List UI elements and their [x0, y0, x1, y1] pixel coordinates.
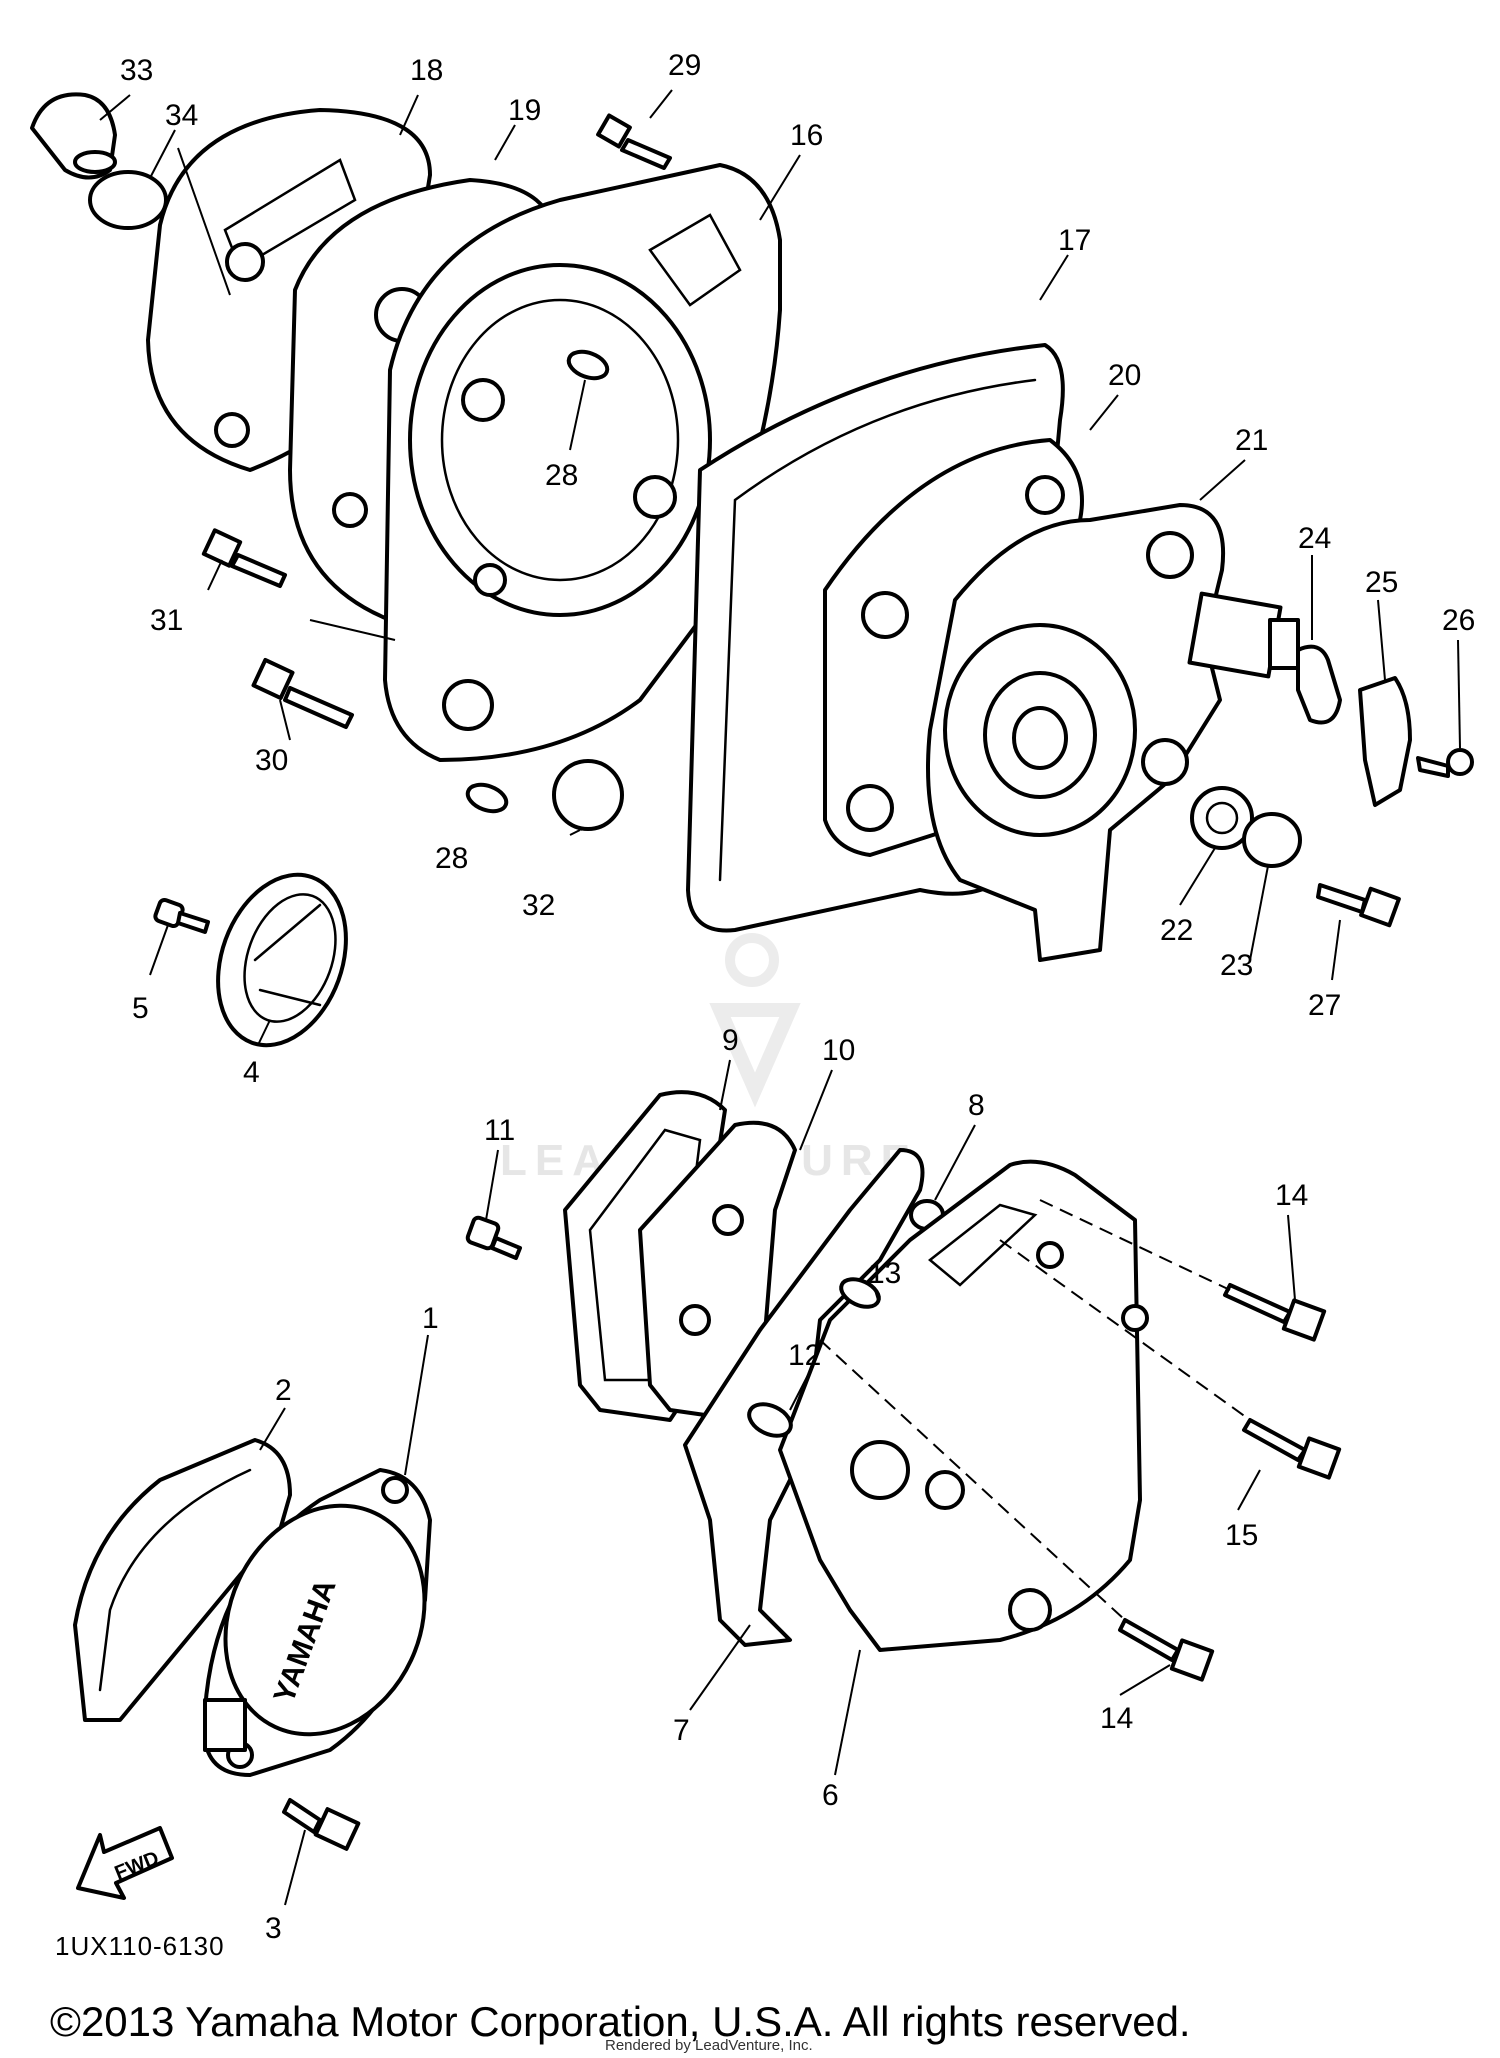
- leader-lines: [99, 89, 1461, 1906]
- callout-8: 8: [968, 1089, 985, 1122]
- part-2-gasket: [73, 1438, 292, 1722]
- part-31-bolt: [201, 528, 287, 588]
- callout-17: 17: [1058, 224, 1091, 257]
- part-22-seal: [1190, 786, 1254, 850]
- callout-6: 6: [822, 1779, 839, 1812]
- callout-32: 32: [522, 889, 555, 922]
- callout-23: 23: [1220, 949, 1253, 982]
- part-28-dowel-upper: [566, 349, 610, 381]
- part-14-bolt-lower: [1118, 1618, 1215, 1682]
- callout-28-upper: 28: [545, 459, 578, 492]
- callout-12: 12: [788, 1339, 821, 1372]
- copyright-notice: ©2013 Yamaha Motor Corporation, U.S.A. A…: [50, 1998, 1191, 2045]
- callout-4: 4: [243, 1056, 260, 1089]
- callout-14-upper: 14: [1275, 1179, 1308, 1212]
- alignment-line: [819, 1339, 1126, 1621]
- part-23-cap: [1242, 812, 1302, 868]
- part-24-clamp: [1296, 644, 1342, 725]
- callout-13: 13: [868, 1257, 901, 1290]
- part-12-dowel: [747, 1402, 793, 1438]
- callout-34: 34: [165, 99, 198, 132]
- callout-33: 33: [120, 54, 153, 87]
- part-1-generator-cover: YAMAHA: [203, 1468, 432, 1777]
- callout-11: 11: [484, 1114, 515, 1147]
- callout-15: 15: [1225, 1519, 1258, 1552]
- callout-22: 22: [1160, 914, 1193, 947]
- part-5-screw: [153, 897, 210, 934]
- part-15-bolt: [1242, 1418, 1342, 1480]
- part-33-plug: [30, 92, 117, 180]
- callout-1: 1: [422, 1302, 439, 1335]
- diagram-code: 1UX110-6130: [55, 1931, 225, 1961]
- callout-20: 20: [1108, 359, 1141, 392]
- part-25-plate: [1358, 676, 1412, 807]
- callout-28-lower: 28: [435, 842, 468, 875]
- callout-16: 16: [790, 119, 823, 152]
- callout-14-lower: 14: [1100, 1702, 1133, 1735]
- callout-5: 5: [132, 992, 149, 1025]
- part-30-bolt: [251, 657, 354, 729]
- callout-21: 21: [1235, 424, 1268, 457]
- part-34-o-ring: [88, 170, 168, 230]
- part-28-dowel-lower: [465, 782, 509, 814]
- rendered-by-notice: Rendered by LeadVenture, Inc.: [605, 2037, 813, 2054]
- callout-2: 2: [275, 1374, 292, 1407]
- part-21-stator-cover: [926, 503, 1300, 962]
- part-11-bolt: [465, 1215, 522, 1260]
- part-14-bolt-upper: [1223, 1283, 1327, 1342]
- callout-27: 27: [1308, 989, 1341, 1022]
- callout-25: 25: [1365, 566, 1398, 599]
- callout-31: 31: [150, 604, 183, 637]
- part-3-bolt: [282, 1798, 361, 1851]
- alignment-line: [1039, 1199, 1231, 1291]
- callout-10: 10: [822, 1034, 855, 1067]
- part-26-screw: [1416, 748, 1474, 778]
- callout-9: 9: [722, 1024, 739, 1057]
- callout-3: 3: [265, 1912, 282, 1945]
- part-4-cover: [216, 872, 348, 1048]
- forward-arrow-icon: FWD: [76, 1826, 174, 1900]
- callout-26: 26: [1442, 604, 1475, 637]
- part-27-bolt: [1316, 883, 1401, 928]
- part-16-crankcase-cover: [383, 163, 782, 762]
- part-29-bolt: [596, 113, 672, 170]
- callout-24: 24: [1298, 522, 1331, 555]
- callout-18: 18: [410, 54, 443, 87]
- callout-19: 19: [508, 94, 541, 127]
- part-32-cap: [552, 759, 624, 831]
- callout-labels: 33 34 18 19 29 16 17 20 21 24 25 26 28 3…: [120, 49, 1475, 1945]
- callout-30: 30: [255, 744, 288, 777]
- callout-29: 29: [668, 49, 701, 82]
- part-13-dowel: [839, 1277, 881, 1309]
- alignment-line: [999, 1239, 1251, 1421]
- callout-7: 7: [673, 1714, 690, 1747]
